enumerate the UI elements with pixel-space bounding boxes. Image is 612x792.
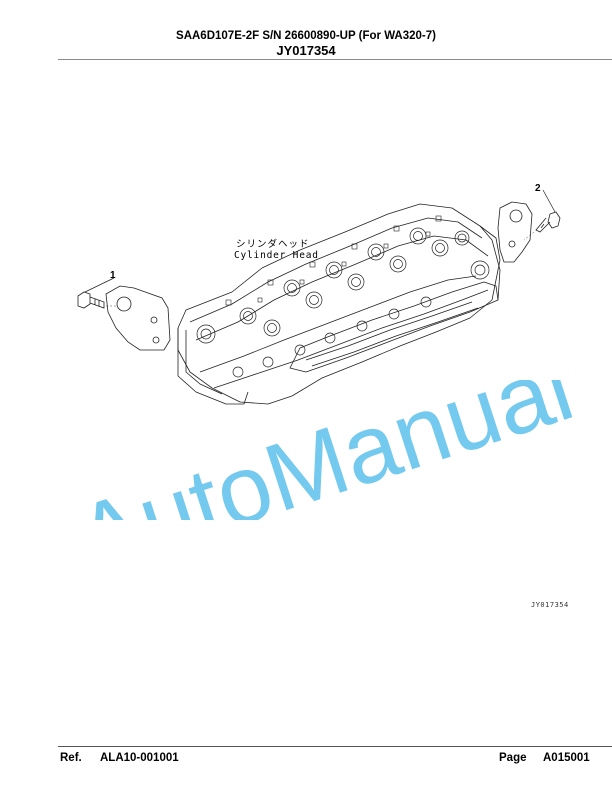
callout-1: 1 bbox=[110, 270, 116, 281]
part-label-japanese: シリンダヘッド bbox=[236, 239, 310, 250]
part-label-english: Cylinder Head bbox=[234, 250, 319, 261]
page-value: A015001 bbox=[543, 752, 590, 764]
page-label: Page bbox=[499, 752, 527, 764]
model-line: SAA6D107E-2F S/N 26600890-UP (For WA320-… bbox=[176, 30, 436, 42]
figure-code: JY017354 bbox=[276, 43, 336, 58]
callout-2: 2 bbox=[535, 183, 541, 194]
ref-value: ALA10-001001 bbox=[100, 752, 179, 764]
cylinder-head-illustration: 1 2 bbox=[77, 183, 561, 405]
watermark-text: AutoManual bbox=[65, 380, 576, 520]
header-rule bbox=[58, 59, 612, 60]
drawing-reference: JY017354 bbox=[531, 601, 569, 609]
footer-rule bbox=[58, 746, 612, 747]
ref-label: Ref. bbox=[60, 752, 82, 764]
watermark: AutoManual bbox=[65, 380, 576, 520]
